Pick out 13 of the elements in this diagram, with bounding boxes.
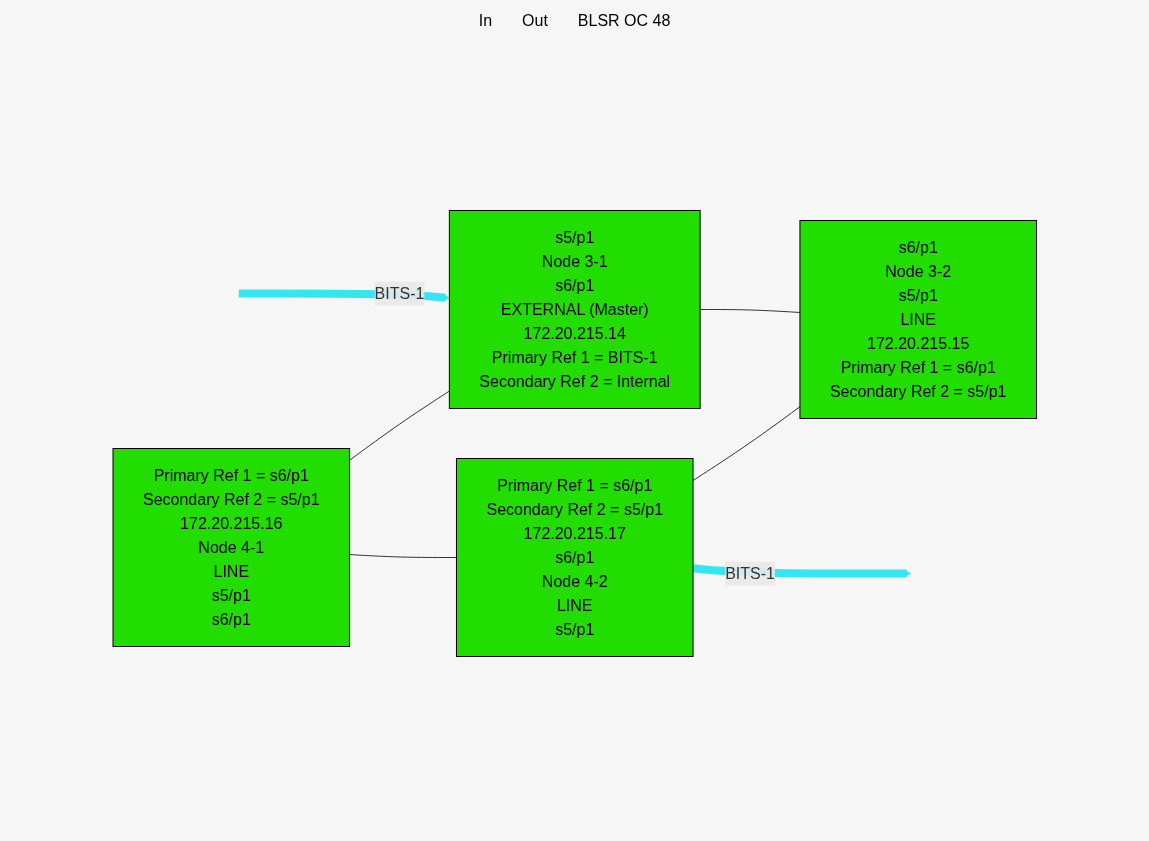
note-text: In [478, 12, 493, 30]
connector [348, 554, 457, 558]
node-box: s5/p1 Node 3-1 s6/p1 EXTERNAL (Master) 172.20.215.14 Primary Ref 1 = BITS-1 Secondary Ref 2 = Internal [448, 210, 701, 409]
connector [692, 406, 801, 482]
edge-label: BITS-1 [724, 564, 775, 582]
note-text: BLSR OC 48 [577, 12, 671, 30]
node-box: s6/p1 Node 3-2 s5/p1 LINE 172.20.215.15 Primary Ref 1 = s6/p1 Secondary Ref 2 = s5/p1 [799, 220, 1037, 419]
connector [699, 309, 801, 313]
node-box: Primary Ref 1 = s6/p1 Secondary Ref 2 = s5/p1 172.20.215.16 Node 4-1 LINE s5/p1 s6/p1 [112, 448, 350, 647]
connector [348, 390, 450, 461]
node-box: Primary Ref 1 = s6/p1 Secondary Ref 2 = s5/p1 172.20.215.17 s6/p1 Node 4-2 LINE s5/p1 [455, 458, 694, 657]
edge-label: BITS-1 [374, 284, 425, 302]
note-text: Out [522, 12, 548, 30]
